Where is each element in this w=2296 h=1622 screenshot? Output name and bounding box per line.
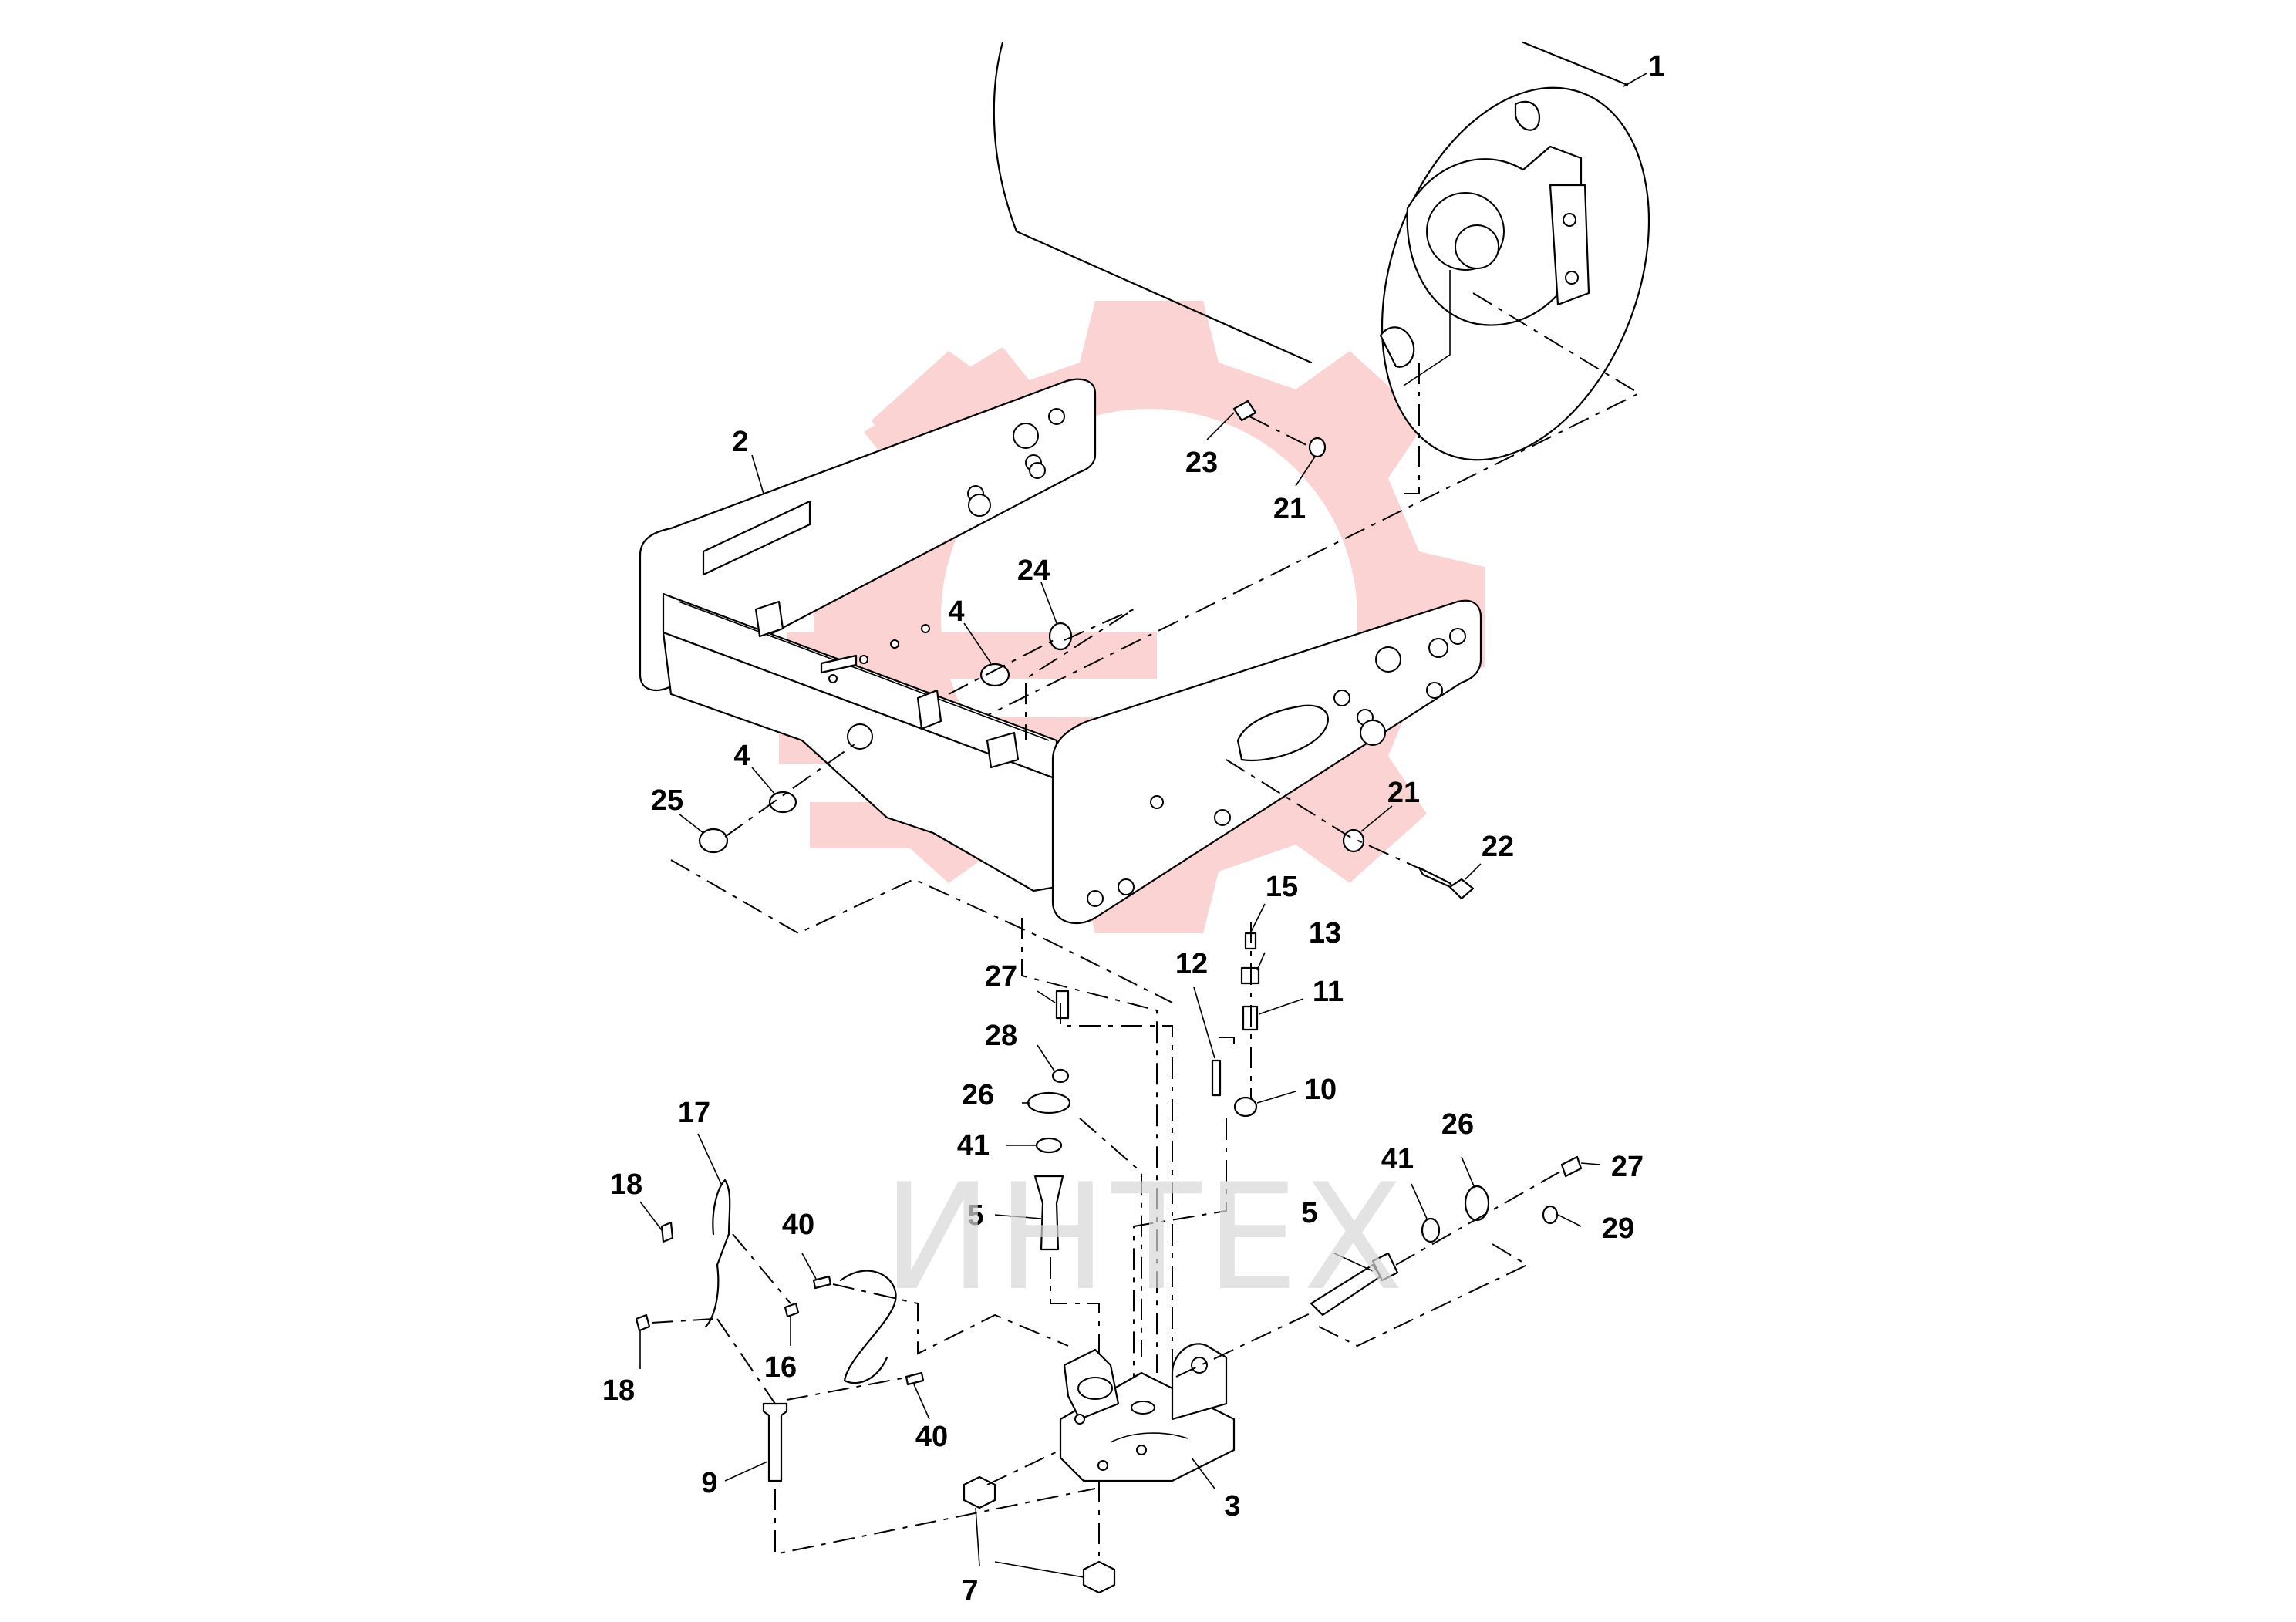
bearing-4-bottom xyxy=(768,791,797,814)
spacer-10 xyxy=(1233,1096,1258,1118)
callout-41-right: 41 xyxy=(1381,1143,1414,1175)
watermark-text: ИНТЕХ xyxy=(882,1152,1408,1323)
callout-7: 7 xyxy=(962,1575,978,1607)
pin-16 xyxy=(784,1302,800,1318)
washer-29 xyxy=(1542,1205,1559,1225)
callout-18-bottom: 18 xyxy=(602,1374,635,1407)
nut-7-lower xyxy=(1082,1560,1116,1594)
pin-40-lower xyxy=(905,1371,925,1386)
bolt-23 xyxy=(1232,400,1257,422)
pin-40-upper xyxy=(812,1275,832,1290)
pin-5-right xyxy=(1310,1252,1399,1317)
callout-21-top: 21 xyxy=(1273,493,1306,525)
oring-41-right xyxy=(1421,1217,1441,1243)
callout-15: 15 xyxy=(1266,871,1298,903)
oring-41-top xyxy=(1035,1137,1063,1154)
pin-18-upper xyxy=(660,1221,674,1243)
pivot-base-3 xyxy=(1059,1343,1236,1482)
callout-9: 9 xyxy=(701,1467,717,1499)
callout-3: 3 xyxy=(1224,1490,1240,1523)
callout-23: 23 xyxy=(1185,447,1218,479)
callout-25: 25 xyxy=(651,784,683,817)
washer-21-top xyxy=(1308,437,1327,458)
callout-4-top: 4 xyxy=(948,595,964,628)
plate-26-top xyxy=(1027,1091,1071,1114)
washer-28 xyxy=(1051,1068,1070,1084)
bearing-4-top xyxy=(979,663,1010,687)
callout-40-top: 40 xyxy=(782,1209,814,1241)
callout-29: 29 xyxy=(1602,1212,1634,1245)
plate-26-right xyxy=(1464,1185,1490,1222)
pin-5-top xyxy=(1033,1175,1064,1251)
seal-25 xyxy=(698,828,729,854)
clip-17 xyxy=(704,1179,731,1328)
callout-5-right: 5 xyxy=(1301,1197,1317,1229)
bolt-27-right xyxy=(1560,1155,1583,1178)
callout-40-bottom: 40 xyxy=(915,1421,948,1453)
callout-1: 1 xyxy=(1648,50,1664,83)
pin-9 xyxy=(762,1402,788,1482)
washer-21-bottom xyxy=(1342,828,1365,853)
callout-4-bottom: 4 xyxy=(733,740,750,772)
bolt-27-top xyxy=(1055,990,1070,1020)
callout-22: 22 xyxy=(1482,831,1514,863)
callout-16: 16 xyxy=(764,1351,797,1384)
frame-assembly xyxy=(639,378,1482,925)
callouts: 1 2 23 21 24 4 4 25 21 22 15 13 12 11 10… xyxy=(602,50,1665,1607)
callout-26-top: 26 xyxy=(962,1079,994,1111)
callout-12: 12 xyxy=(1175,948,1208,980)
callout-11: 11 xyxy=(1313,976,1344,1008)
callout-13: 13 xyxy=(1309,917,1341,949)
tube-12 xyxy=(1211,1059,1222,1097)
leader-lines xyxy=(639,73,1647,1578)
callout-28: 28 xyxy=(985,1020,1017,1052)
drum-assembly xyxy=(983,41,1650,718)
callout-10: 10 xyxy=(1304,1074,1337,1106)
callout-21-bottom: 21 xyxy=(1387,777,1420,809)
bolt-22 xyxy=(1418,866,1475,900)
callout-17: 17 xyxy=(678,1097,710,1129)
callout-18-top: 18 xyxy=(610,1168,642,1201)
callout-26-right: 26 xyxy=(1441,1108,1474,1141)
nut-7-upper xyxy=(963,1475,996,1509)
callout-24: 24 xyxy=(1017,555,1050,587)
callout-2: 2 xyxy=(732,426,748,458)
spring-clip xyxy=(839,1270,897,1384)
callout-27-right: 27 xyxy=(1611,1151,1644,1183)
callout-5-top: 5 xyxy=(967,1199,983,1232)
seal-24 xyxy=(1048,622,1073,651)
callout-27-top: 27 xyxy=(985,960,1017,993)
pin-18-lower xyxy=(635,1313,651,1332)
callout-41-top: 41 xyxy=(957,1129,990,1162)
